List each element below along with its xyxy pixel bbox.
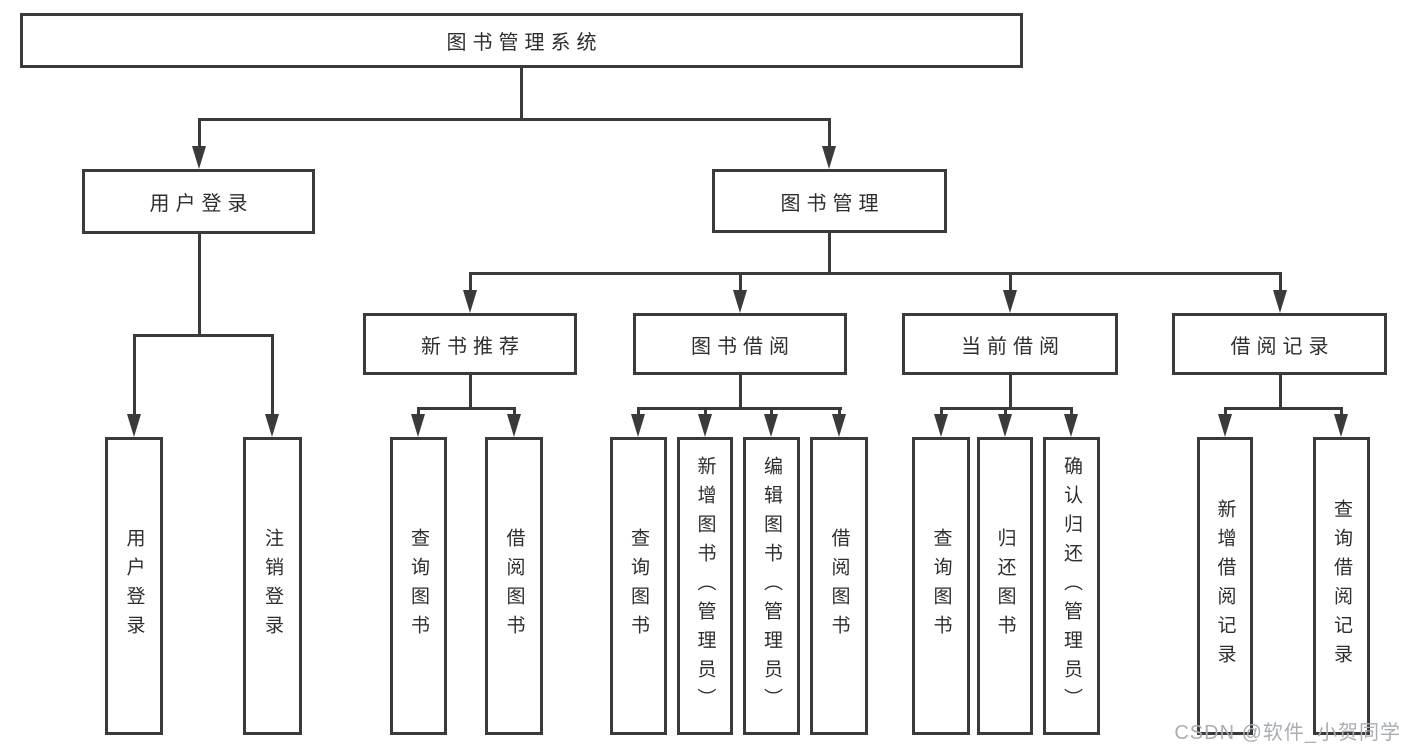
- leaf-nbr-borrow-books: 借阅图书: [485, 437, 543, 735]
- leaf-cb-confirm-return-admin-label: 确认归还（管理员）: [1061, 455, 1082, 717]
- leaf-br-add-record-label: 新增借阅记录: [1214, 499, 1236, 673]
- connector-root-hbar: [198, 118, 830, 121]
- connector-bb-stem: [739, 375, 742, 407]
- connector-leaf-drop: [637, 407, 640, 417]
- connector-leaf-drop: [133, 334, 136, 418]
- connector-leaf-drop: [417, 407, 420, 417]
- connector-level3-drop: [739, 272, 742, 292]
- connector-level3-drop: [1009, 272, 1012, 292]
- connector-root-stem: [520, 68, 523, 120]
- leaf-nbr-query-books-label: 查询图书: [408, 528, 429, 644]
- arrow-down-icon: [998, 414, 1012, 437]
- leaf-bb-borrow-books-label: 借阅图书: [828, 528, 850, 644]
- leaf-br-query-record: 查询借阅记录: [1313, 437, 1370, 735]
- node-root: 图书管理系统: [20, 13, 1023, 68]
- leaf-bb-query-books-label: 查询图书: [628, 528, 649, 644]
- leaf-bb-borrow-books: 借阅图书: [810, 437, 868, 735]
- leaf-bb-query-books: 查询图书: [610, 437, 667, 735]
- connector-leaf-drop: [1224, 407, 1227, 417]
- node-book-borrowing: 图书借阅: [633, 313, 847, 375]
- leaf-nbr-query-books: 查询图书: [390, 437, 447, 735]
- leaf-cb-return-books-label: 归还图书: [994, 528, 1016, 644]
- node-user-login-label: 用户登录: [149, 193, 254, 215]
- leaf-cb-confirm-return-admin: 确认归还（管理员）: [1043, 437, 1100, 735]
- arrow-down-icon: [698, 414, 712, 437]
- connector-leaf-drop: [1004, 407, 1007, 417]
- connector-userlogin-drop: [198, 118, 201, 150]
- connector-leaf-drop: [940, 407, 943, 417]
- leaf-user-login-label: 用户登录: [123, 528, 145, 644]
- connector-leaf-drop: [1340, 407, 1343, 417]
- connector-bookmgmt-stem: [828, 233, 831, 272]
- connector-bookmgmt-drop: [828, 118, 831, 150]
- connector-bb-hbar: [637, 407, 842, 410]
- node-book-borrowing-label: 图书借阅: [691, 335, 795, 358]
- node-new-book-recommend-label: 新书推荐: [421, 335, 525, 358]
- leaf-cb-query-books-label: 查询图书: [930, 528, 952, 644]
- csdn-watermark: CSDN @软件_小贺同学: [1174, 722, 1401, 744]
- connector-leaf-drop: [513, 407, 516, 417]
- leaf-logout: 注销登录: [243, 437, 302, 735]
- arrow-down-icon: [733, 290, 747, 313]
- arrow-down-icon: [1064, 414, 1078, 437]
- arrow-down-icon: [631, 414, 645, 437]
- node-book-management-label: 图书管理: [780, 192, 885, 215]
- arrow-down-icon: [127, 414, 141, 437]
- connector-level3-drop: [469, 272, 472, 292]
- arrow-down-icon: [1218, 414, 1232, 437]
- leaf-nbr-borrow-books-label: 借阅图书: [503, 528, 525, 644]
- connector-cb-stem: [1009, 375, 1012, 407]
- arrow-down-icon: [265, 414, 279, 437]
- connector-userlogin-stem: [198, 234, 201, 334]
- connector-br-stem: [1279, 375, 1282, 407]
- connector-leaf-drop: [770, 407, 773, 417]
- node-current-borrowing: 当前借阅: [902, 313, 1118, 375]
- node-book-management: 图书管理: [712, 169, 947, 233]
- leaf-bb-add-books-admin-label: 新增图书（管理员）: [694, 455, 716, 717]
- connector-userlogin-hbar: [133, 334, 274, 337]
- connector-nbr-hbar: [417, 407, 516, 410]
- arrow-down-icon: [1334, 414, 1348, 437]
- arrow-down-icon: [832, 414, 846, 437]
- leaf-bb-edit-books-admin-label: 编辑图书（管理员）: [761, 455, 782, 717]
- arrow-down-icon: [934, 414, 948, 437]
- arrow-down-icon: [822, 146, 836, 169]
- leaf-cb-query-books: 查询图书: [912, 437, 970, 735]
- connector-leaf-drop: [704, 407, 707, 417]
- connector-leaf-drop: [838, 407, 841, 417]
- arrow-down-icon: [411, 414, 425, 437]
- connector-bookmgmt-hbar: [469, 272, 1282, 275]
- leaf-br-query-record-label: 查询借阅记录: [1331, 499, 1352, 673]
- node-borrowing-records: 借阅记录: [1172, 313, 1387, 375]
- connector-br-hbar: [1224, 407, 1343, 410]
- node-new-book-recommend: 新书推荐: [363, 313, 577, 375]
- node-current-borrowing-label: 当前借阅: [961, 335, 1065, 358]
- leaf-br-add-record: 新增借阅记录: [1197, 437, 1253, 735]
- leaf-user-login: 用户登录: [105, 437, 163, 735]
- leaf-logout-label: 注销登录: [262, 528, 283, 644]
- leaf-bb-edit-books-admin: 编辑图书（管理员）: [743, 437, 800, 735]
- connector-leaf-drop: [1070, 407, 1073, 417]
- arrow-down-icon: [1003, 290, 1017, 313]
- leaf-bb-add-books-admin: 新增图书（管理员）: [677, 437, 733, 735]
- node-root-label: 图书管理系统: [446, 32, 603, 54]
- arrow-down-icon: [192, 146, 206, 169]
- node-borrowing-records-label: 借阅记录: [1230, 335, 1335, 358]
- connector-level3-drop: [1279, 272, 1282, 292]
- connector-nbr-stem: [469, 375, 472, 407]
- leaf-cb-return-books: 归还图书: [977, 437, 1033, 735]
- node-user-login: 用户登录: [82, 169, 315, 234]
- arrow-down-icon: [764, 414, 778, 437]
- arrow-down-icon: [1273, 290, 1287, 313]
- arrow-down-icon: [507, 414, 521, 437]
- connector-leaf-drop: [271, 334, 274, 418]
- arrow-down-icon: [463, 290, 477, 313]
